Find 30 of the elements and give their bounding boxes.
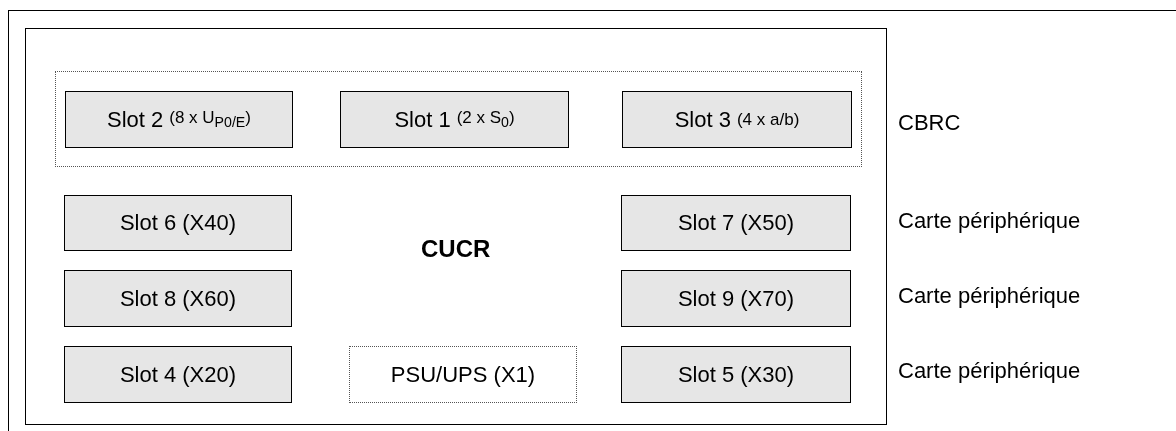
slot-name: Slot 2 — [107, 106, 164, 133]
card-type-label: Carte périphérique — [898, 208, 1081, 234]
slot-group-box — [55, 71, 862, 167]
slot-name: Slot 5 (X30) — [677, 361, 795, 388]
slot-box — [340, 91, 569, 148]
slot-name: Slot 4 (X20) — [119, 361, 237, 388]
card-type-label: Carte périphérique — [898, 283, 1081, 309]
slot-box — [622, 91, 852, 148]
slot-box — [621, 195, 851, 251]
group-label: CBRC — [898, 110, 961, 136]
slot-name: Slot 1 — [394, 106, 451, 133]
board-box — [25, 28, 887, 425]
board-name: CUCR — [421, 235, 491, 263]
slot-spec: (2 x S$_{0}$) — [456, 108, 515, 131]
slot-box — [621, 346, 851, 403]
slot-box — [64, 270, 292, 327]
slot-name: Slot 6 (X40) — [119, 210, 237, 236]
power-slot-box — [349, 346, 577, 403]
slot-spec: (4 x a/b) — [736, 109, 800, 130]
slot-name: Slot 8 (X60) — [119, 285, 237, 312]
slot-box — [64, 346, 292, 403]
slot-name: Slot 3 — [674, 106, 731, 133]
slot-name: Slot 9 (X70) — [677, 285, 795, 312]
slot-box — [65, 91, 293, 148]
slot-name: PSU/UPS (X1) — [390, 361, 536, 388]
slot-name: Slot 7 (X50) — [677, 210, 795, 236]
slot-box — [621, 270, 851, 327]
slot-box — [64, 195, 292, 251]
slot-spec: (8 x U$_{P0/E}$) — [169, 108, 251, 131]
card-type-label: Carte périphérique — [898, 358, 1081, 384]
